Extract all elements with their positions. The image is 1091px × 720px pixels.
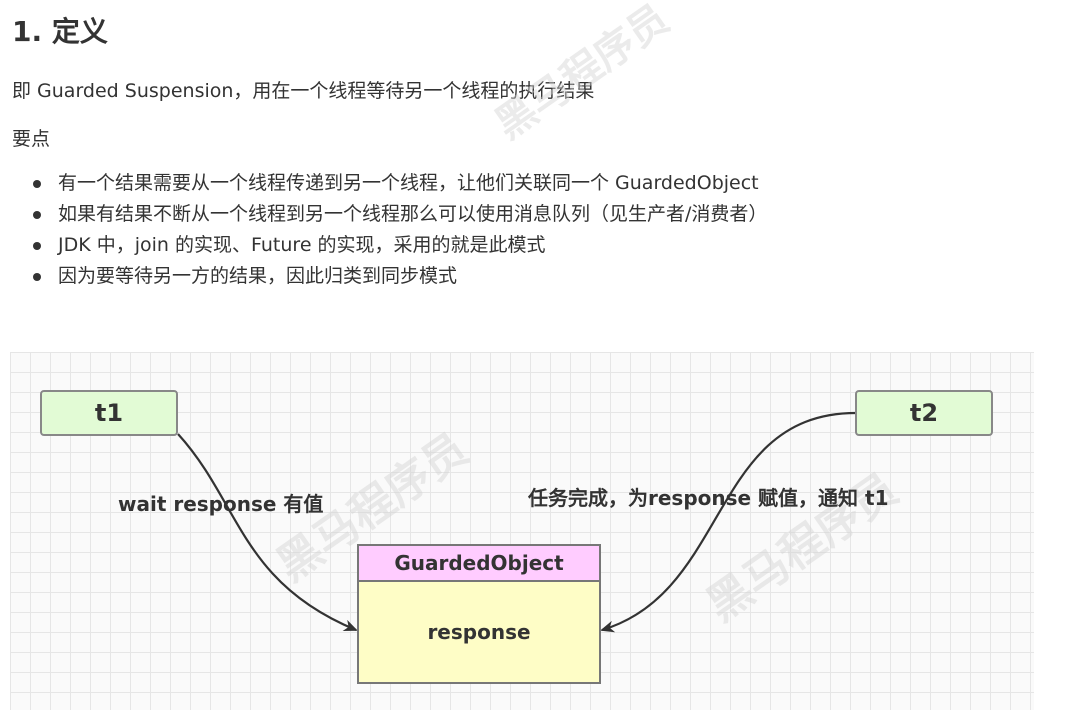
section-heading: 1. 定义 — [12, 15, 108, 48]
points-label: 要点 — [12, 128, 51, 150]
intro-paragraph: 即 Guarded Suspension，用在一个线程等待另一个线程的执行结果 — [12, 80, 595, 102]
thread-node-t1: t1 — [40, 390, 178, 436]
list-item: 因为要等待另一方的结果，因此归类到同步模式 — [12, 261, 767, 292]
guarded-object-diagram: 黑马程序员 黑马程序员 t1 t2 GuardedObject response… — [10, 352, 1034, 710]
bullet-icon — [33, 211, 41, 219]
list-item: 有一个结果需要从一个线程传递到另一个线程，让他们关联同一个 GuardedObj… — [12, 168, 767, 199]
bullet-icon — [33, 273, 41, 281]
list-item-text: 如果有结果不断从一个线程到另一个线程那么可以使用消息队列（见生产者/消费者） — [58, 203, 768, 225]
thread-node-t2: t2 — [855, 390, 993, 436]
diagram-edges — [177, 411, 857, 633]
bullet-icon — [33, 242, 41, 250]
bullet-list: 有一个结果需要从一个线程传递到另一个线程，让他们关联同一个 GuardedObj… — [12, 168, 767, 292]
list-item-text: 有一个结果需要从一个线程传递到另一个线程，让他们关联同一个 GuardedObj… — [58, 172, 759, 194]
bullet-icon — [33, 180, 41, 188]
list-item: 如果有结果不断从一个线程到另一个线程那么可以使用消息队列（见生产者/消费者） — [12, 199, 767, 230]
object-title: GuardedObject — [359, 546, 599, 582]
edge-label-right: 任务完成，为response 赋值，通知 t1 — [528, 486, 889, 510]
list-item-text: JDK 中，join 的实现、Future 的实现，采用的就是此模式 — [58, 234, 546, 256]
guarded-object-box: GuardedObject response — [357, 544, 601, 684]
edge-t1-to-object — [177, 433, 358, 632]
list-item-text: 因为要等待另一方的结果，因此归类到同步模式 — [58, 265, 458, 287]
list-item: JDK 中，join 的实现、Future 的实现，采用的就是此模式 — [12, 230, 767, 261]
edge-t2-to-object — [600, 411, 857, 633]
object-field: response — [427, 620, 531, 644]
edge-label-left: wait response 有值 — [118, 492, 324, 516]
